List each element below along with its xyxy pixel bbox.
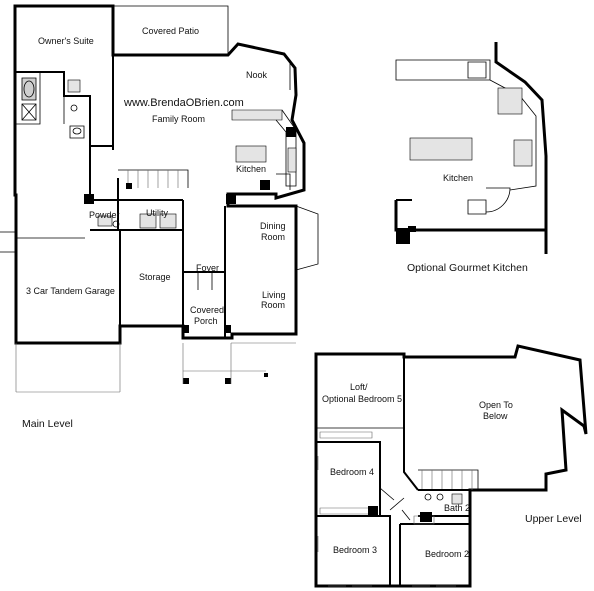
family-room-label: Family Room	[152, 114, 205, 124]
covered-patio-label: Covered Patio	[142, 26, 199, 36]
utility-label: Utility	[146, 208, 168, 218]
covered-porch-label-1: Covered	[190, 305, 224, 315]
garage-label: 3 Car Tandem Garage	[26, 286, 115, 296]
living-room-label-2: Room	[261, 300, 285, 310]
powder-label: Powder	[89, 210, 120, 220]
open-to-below-label-2: Below	[483, 411, 508, 421]
bedroom-2-label: Bedroom 2	[425, 549, 469, 559]
bath-2-label: Bath 2	[444, 503, 470, 513]
loft-label-2: Optional Bedroom 5	[322, 394, 402, 404]
kitchen-label: Kitchen	[236, 164, 266, 174]
upper-level-plan	[314, 344, 588, 588]
watermark-text: www.BrendaOBrien.com	[123, 97, 244, 109]
covered-porch-label-2: Porch	[194, 316, 218, 326]
bedroom-4-label: Bedroom 4	[330, 467, 374, 477]
living-room-label-1: Living	[262, 290, 286, 300]
gourmet-kitchen-title: Optional Gourmet Kitchen	[407, 262, 528, 274]
storage-label: Storage	[139, 272, 171, 282]
main-level-plan	[0, 4, 319, 393]
foyer-label: Foyer	[196, 263, 219, 273]
loft-label-1: Loft/	[350, 382, 368, 392]
gourmet-kitchen-plan	[394, 42, 548, 254]
nook-label: Nook	[246, 70, 268, 80]
gourmet-kitchen-room-label: Kitchen	[443, 173, 473, 183]
owners-suite-label: Owner's Suite	[38, 36, 94, 46]
main-level-title: Main Level	[22, 418, 73, 430]
bedroom-3-label: Bedroom 3	[333, 545, 377, 555]
dining-room-label-1: Dining	[260, 221, 286, 231]
upper-level-title: Upper Level	[525, 513, 582, 525]
open-to-below-label-1: Open To	[479, 400, 513, 410]
dining-room-label-2: Room	[261, 232, 285, 242]
